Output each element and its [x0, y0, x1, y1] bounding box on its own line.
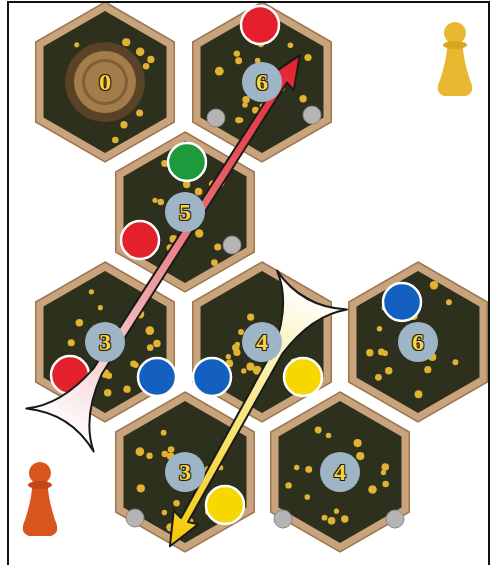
terrain-hex: 3 [35, 261, 175, 423]
terrain-hex: 4 [270, 391, 410, 553]
number-token: 3 [165, 452, 205, 492]
red-settlement [121, 221, 159, 259]
grey-marker [303, 106, 321, 124]
number-token: 0 [85, 62, 125, 102]
grey-marker [386, 510, 404, 528]
terrain-hex: 0 [35, 1, 175, 163]
blue-settlement [193, 358, 231, 396]
terrain-hex: 6 [192, 1, 332, 163]
terrain-hex: 5 [115, 131, 255, 293]
number-token: 6 [398, 322, 438, 362]
grey-marker [223, 236, 241, 254]
terrain-hex: 3 [115, 391, 255, 553]
frame [8, 2, 489, 565]
blue-settlement [138, 358, 176, 396]
red-settlement [241, 6, 279, 44]
number-token: 3 [85, 322, 125, 362]
blue-settlement [383, 283, 421, 321]
terrain-hex: 6 [348, 261, 488, 423]
grey-marker [274, 510, 292, 528]
yellow-settlement [206, 486, 244, 524]
terrain-hex: 4 [192, 261, 332, 423]
number-token: 4 [242, 322, 282, 362]
yellow-pawn [438, 22, 473, 96]
grey-marker [126, 509, 144, 527]
yellow-settlement [284, 358, 322, 396]
orange-pawn [23, 462, 58, 536]
grey-marker [207, 109, 225, 127]
number-token: 4 [320, 452, 360, 492]
number-token: 6 [242, 62, 282, 102]
green-settlement [168, 143, 206, 181]
number-token: 5 [165, 192, 205, 232]
